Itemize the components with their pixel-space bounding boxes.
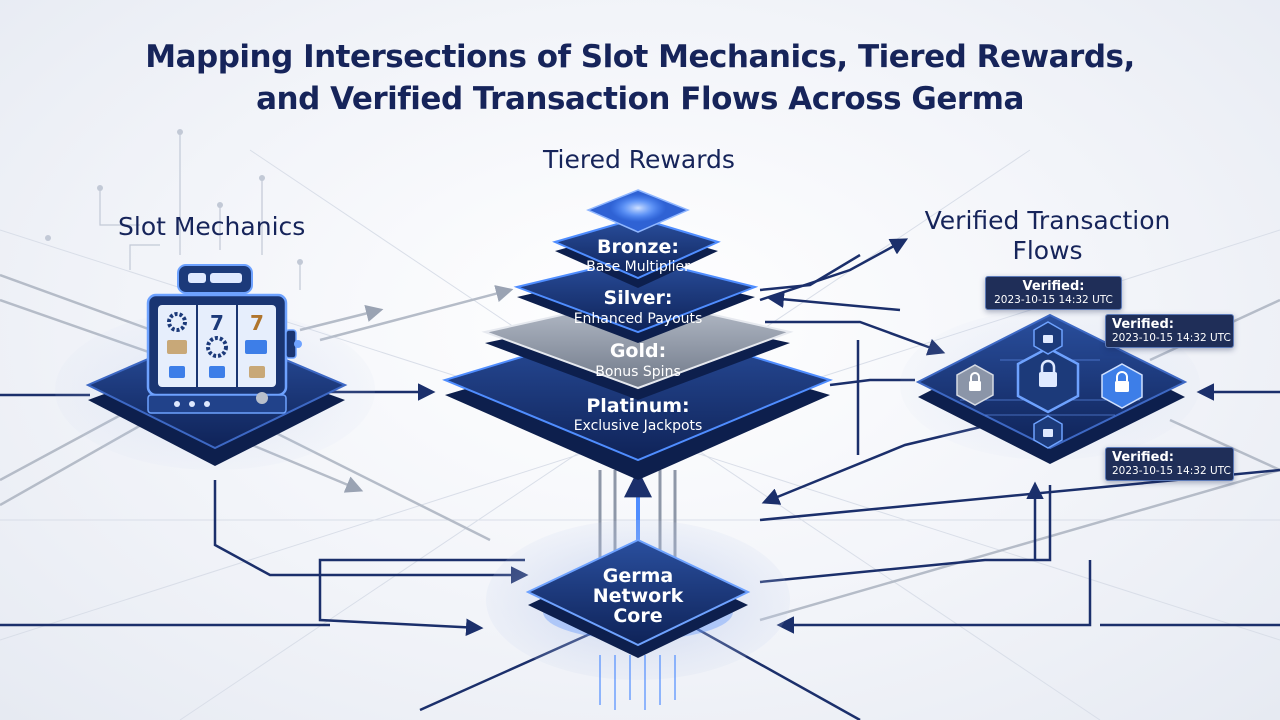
tier-silver[interactable] xyxy=(513,256,759,343)
page-title: Mapping Intersections of Slot Mechanics,… xyxy=(0,36,1280,120)
verification-badge: Verified: 2023-10-15 14:32 UTC xyxy=(1105,314,1234,348)
tier-platinum-desc: Exclusive Jackpots xyxy=(574,418,703,434)
lock-icon-center xyxy=(1016,346,1080,414)
lock-icon-left xyxy=(956,364,994,406)
slot-mechanics-node[interactable]: 7 7 xyxy=(55,264,375,470)
tier-gold-name: Gold: xyxy=(610,340,666,362)
svg-text:7: 7 xyxy=(250,311,264,335)
circuit-traces xyxy=(99,132,301,290)
title-line-1: Mapping Intersections of Slot Mechanics,… xyxy=(145,39,1135,75)
tier-bronze-name: Bronze: xyxy=(597,236,679,258)
tier-bronze-desc: Base Multiplier xyxy=(586,259,690,275)
apex-gem-icon xyxy=(586,189,690,233)
verified-flows-label-line2: Flows xyxy=(1012,236,1083,265)
svg-text:7: 7 xyxy=(210,311,224,335)
flow-arrows xyxy=(0,238,1280,720)
core-label-line3: Core xyxy=(613,605,662,627)
tier-platinum-name: Platinum: xyxy=(586,395,689,417)
tier-silver-desc: Enhanced Payouts xyxy=(574,311,703,327)
verification-label: Verified: xyxy=(1112,317,1174,332)
slot-machine-icon: 7 7 xyxy=(146,264,302,414)
tier-gold-desc: Bonus Spins xyxy=(595,364,681,380)
lock-icon-right xyxy=(1101,363,1143,409)
tiered-rewards-label: Tiered Rewards xyxy=(543,145,735,174)
core-label-line1: Germa xyxy=(603,565,673,587)
network-core-node[interactable]: Germa Network Core xyxy=(486,520,790,710)
lock-icon-top xyxy=(1033,321,1063,355)
verification-label: Verified: xyxy=(1022,279,1085,294)
verified-transactions-node[interactable] xyxy=(900,310,1200,464)
verification-timestamp: 2023-10-15 14:32 UTC xyxy=(1112,332,1231,344)
verification-badge: Verified: 2023-10-15 14:32 UTC xyxy=(985,276,1122,310)
lock-icon-bottom xyxy=(1033,415,1063,449)
slot-mechanics-label: Slot Mechanics xyxy=(118,212,306,241)
title-line-2: and Verified Transaction Flows Across Ge… xyxy=(256,81,1024,117)
verification-timestamp: 2023-10-15 14:32 UTC xyxy=(994,294,1113,306)
tier-bronze[interactable] xyxy=(552,216,721,288)
tiered-rewards-node[interactable]: Bronze: Base Multiplier Silver: Enhanced… xyxy=(442,189,833,480)
tier-silver-name: Silver: xyxy=(604,287,673,309)
verification-label: Verified: xyxy=(1112,450,1174,465)
verification-badge: Verified: 2023-10-15 14:32 UTC xyxy=(1105,447,1234,481)
core-label-line2: Network xyxy=(593,585,684,607)
tier-gold[interactable] xyxy=(481,296,794,400)
verified-flows-label: Verified Transaction Flows xyxy=(910,206,1185,266)
verification-timestamp: 2023-10-15 14:32 UTC xyxy=(1112,465,1231,477)
verified-flows-label-line1: Verified Transaction xyxy=(924,206,1171,235)
